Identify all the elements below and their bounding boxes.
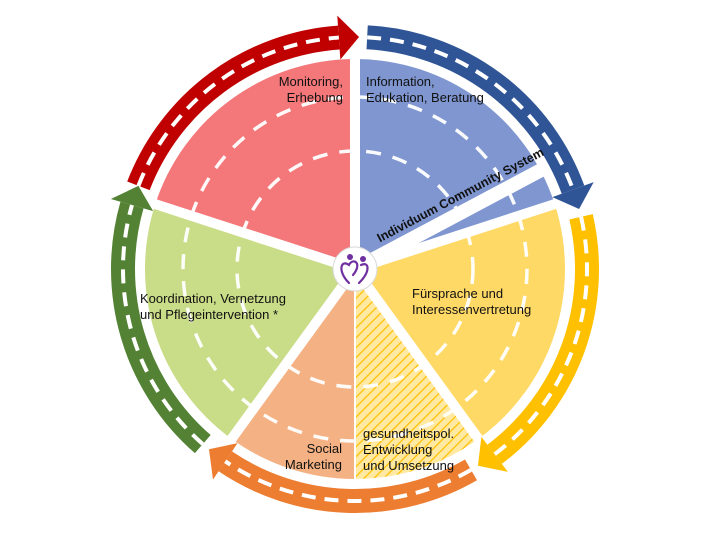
dashed-ring <box>181 95 529 443</box>
arrow-head-information <box>552 182 594 209</box>
logo-dot-left <box>347 254 353 260</box>
sectors-group <box>125 29 585 481</box>
logo-dot-right <box>360 256 366 262</box>
arrow-head-social <box>208 443 238 480</box>
sector-gesundheitspol <box>355 269 479 479</box>
center-band <box>369 161 549 266</box>
dashed-rings <box>181 95 549 443</box>
sector-social <box>231 269 355 479</box>
arrow-dashes <box>493 216 589 456</box>
arrow-dashes <box>224 459 472 503</box>
dashed-ring <box>235 149 475 389</box>
arrows-group <box>110 15 599 513</box>
arrow-head-monitoring <box>337 15 360 60</box>
label-monitoring: Monitoring,Erhebung <box>278 74 343 105</box>
arrow-head-fuersprache <box>477 436 508 472</box>
arrow-dashes <box>367 35 575 191</box>
arrow-dashes <box>121 204 205 446</box>
segment-divider <box>350 266 501 467</box>
sector-koordination <box>145 204 355 439</box>
arrow-dashes <box>136 35 339 187</box>
arrow-head-koordination <box>110 185 154 212</box>
segment-divider <box>125 190 357 274</box>
hearts-logo-icon <box>332 246 378 292</box>
segment-divider <box>209 266 360 467</box>
heart-stroke-right <box>357 263 369 285</box>
logo-disc <box>332 246 378 292</box>
label-information: Information,Edukation, Beratung <box>366 74 484 105</box>
heart-stroke-left <box>340 260 359 285</box>
